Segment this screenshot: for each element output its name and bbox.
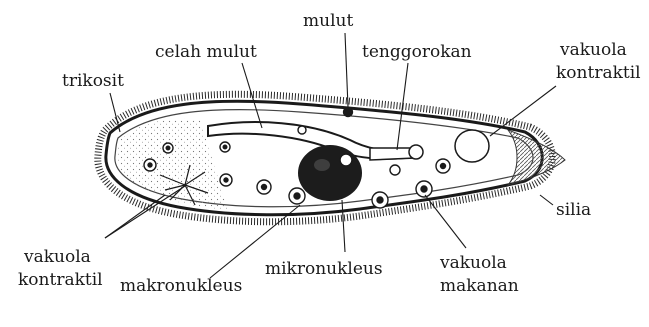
label-makronukleus: makronukleus <box>120 276 242 296</box>
label-tenggorokan: tenggorokan <box>362 42 472 62</box>
macronucleus-highlight <box>314 159 330 171</box>
posterior-tip <box>508 130 565 185</box>
label-vakuola-kontraktil-left-1: vakuola <box>23 247 91 267</box>
gullet <box>370 148 415 160</box>
label-vakuola-kontraktil-top-1: vakuola <box>559 40 627 60</box>
label-vakuola-makanan-2: makanan <box>440 276 519 296</box>
label-vakuola-kontraktil-left-2: kontraktil <box>18 270 103 290</box>
label-mikronukleus: mikronukleus <box>265 259 383 279</box>
label-vakuola-makanan-1: vakuola <box>439 253 507 273</box>
label-silia: silia <box>556 200 591 220</box>
micronucleus <box>340 154 352 166</box>
macronucleus <box>298 145 362 201</box>
label-mulut: mulut <box>303 11 353 31</box>
gullet-vacuole <box>409 145 423 159</box>
label-celah-mulut: celah mulut <box>155 42 257 62</box>
contractile-vacuole-right <box>455 130 489 162</box>
label-vakuola-kontraktil-top-2: kontraktil <box>556 63 641 83</box>
label-trikosit: trikosit <box>62 71 124 91</box>
